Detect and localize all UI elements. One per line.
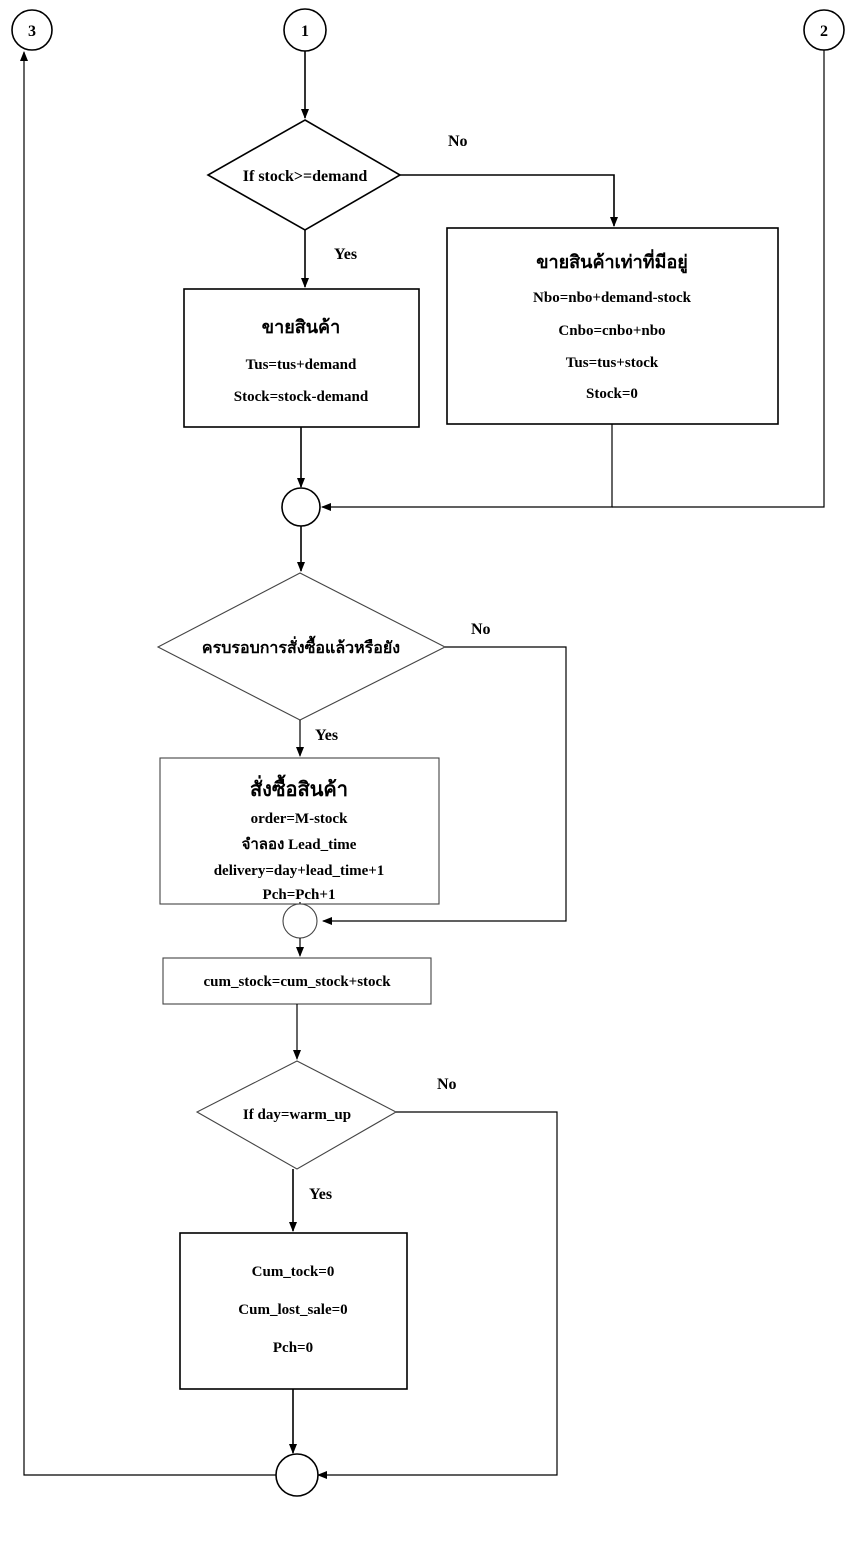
svg-text:If day=warm_up: If day=warm_up <box>243 1107 351 1123</box>
svg-text:order=M-stock: order=M-stock <box>251 811 349 827</box>
decision3-no-label: No <box>437 1076 457 1093</box>
svg-text:จำลอง Lead_time: จำลอง Lead_time <box>242 836 357 853</box>
order-box: สั่งซื้อสินค้า order=M-stock จำลอง Lead_… <box>159 757 440 905</box>
merge-circle-2 <box>282 903 318 939</box>
svg-text:delivery=day+lead_time+1: delivery=day+lead_time+1 <box>214 863 385 879</box>
svg-text:สั่งซื้อสินค้า: สั่งซื้อสินค้า <box>250 774 348 801</box>
partial-sell-box: ขายสินค้าเท่าที่มีอยู่ Nbo=nbo+demand-st… <box>446 227 779 425</box>
svg-text:cum_stock=cum_stock+stock: cum_stock=cum_stock+stock <box>203 974 391 990</box>
svg-text:ครบรอบการสั่งซื้อแล้วหรือยัง: ครบรอบการสั่งซื้อแล้วหรือยัง <box>202 635 400 657</box>
sell-box: ขายสินค้า Tus=tus+demand Stock=stock-dem… <box>183 288 420 428</box>
svg-text:Cum_tock=0: Cum_tock=0 <box>252 1264 335 1280</box>
cum-stock-box: cum_stock=cum_stock+stock <box>162 957 432 1005</box>
arrow-decision2-no <box>322 646 567 925</box>
line-connector2-to-merge1 <box>612 50 825 508</box>
decision3-yes-label: Yes <box>309 1186 332 1203</box>
svg-text:Pch=0: Pch=0 <box>273 1340 313 1356</box>
connector-3: 3 <box>11 9 53 51</box>
svg-text:Cnbo=cnbo+nbo: Cnbo=cnbo+nbo <box>558 323 665 339</box>
decision-stock-demand: If stock>=demand <box>206 119 402 231</box>
decision-warm-up: If day=warm_up <box>195 1060 398 1170</box>
arrow-decision1-no <box>400 174 618 227</box>
decision1-yes-label: Yes <box>334 246 357 263</box>
svg-text:ขายสินค้าเท่าที่มีอยู่: ขายสินค้าเท่าที่มีอยู่ <box>536 249 688 274</box>
decision1-no-label: No <box>448 133 468 150</box>
svg-text:1: 1 <box>301 23 309 40</box>
arrow-decision3-no <box>317 1111 558 1479</box>
svg-text:ขายสินค้า: ขายสินค้า <box>262 317 340 337</box>
svg-text:3: 3 <box>28 23 36 40</box>
svg-text:Stock=stock-demand: Stock=stock-demand <box>234 389 369 405</box>
svg-text:2: 2 <box>820 23 828 40</box>
svg-text:Tus=tus+stock: Tus=tus+stock <box>566 355 659 371</box>
arrow-partial-to-merge1 <box>321 424 613 511</box>
merge-circle-1 <box>281 487 321 527</box>
svg-text:If stock>=demand: If stock>=demand <box>243 168 368 185</box>
connector-2: 2 <box>803 9 845 51</box>
reset-box: Cum_tock=0 Cum_lost_sale=0 Pch=0 <box>179 1232 408 1390</box>
arrow-loop-to-connector3 <box>20 51 276 1476</box>
merge-circle-3 <box>275 1453 319 1497</box>
decision-order-cycle: ครบรอบการสั่งซื้อแล้วหรือยัง <box>156 572 447 721</box>
connector-1: 1 <box>283 8 327 52</box>
svg-text:Tus=tus+demand: Tus=tus+demand <box>246 357 357 373</box>
svg-text:Stock=0: Stock=0 <box>586 386 638 402</box>
decision2-yes-label: Yes <box>315 727 338 744</box>
decision2-no-label: No <box>471 621 491 638</box>
svg-text:Nbo=nbo+demand-stock: Nbo=nbo+demand-stock <box>533 290 692 306</box>
svg-text:Cum_lost_sale=0: Cum_lost_sale=0 <box>238 1302 347 1318</box>
